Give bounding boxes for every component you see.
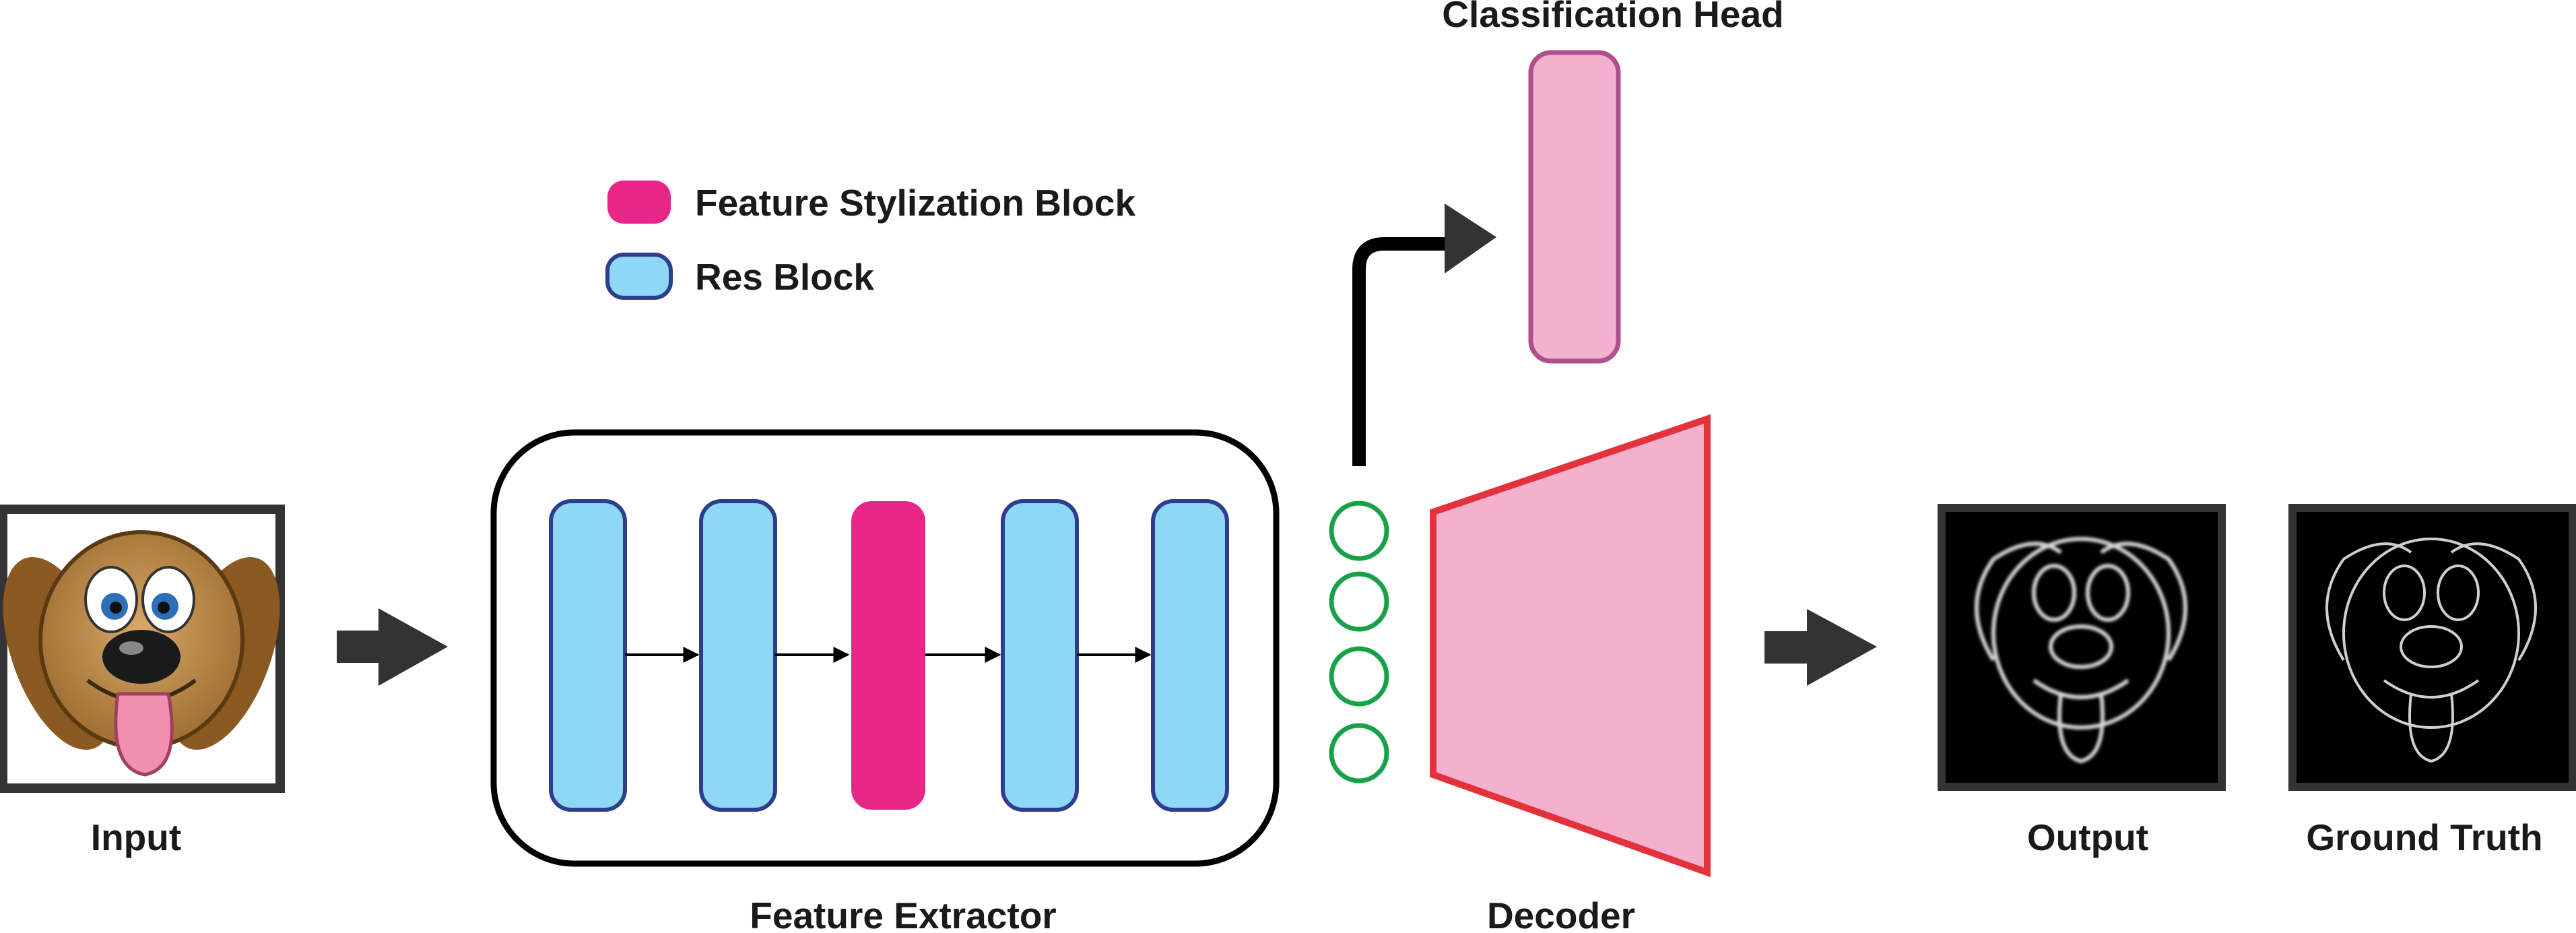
input-label: Input (91, 816, 181, 858)
res-block-1 (549, 499, 627, 812)
ground-truth-image (2288, 504, 2576, 791)
res-block-3 (1001, 499, 1079, 812)
decoder-block (1430, 414, 1711, 878)
output-arrow (1764, 609, 1877, 686)
dog-edge-map-icon (1975, 537, 2187, 764)
input-image (0, 505, 285, 793)
res-block-2 (699, 499, 777, 812)
legend-res-swatch (605, 253, 673, 300)
output-image (1938, 504, 2226, 791)
latent-node-3 (1329, 646, 1389, 707)
classification-head-label: Classification Head (1442, 0, 1783, 35)
ground-truth-label: Ground Truth (2306, 816, 2542, 858)
classification-head-block (1528, 50, 1621, 364)
input-arrow (337, 608, 448, 686)
feature-extractor-label: Feature Extractor (750, 895, 1056, 933)
cartoon-dog-icon (3, 530, 280, 777)
legend-stylization-swatch (607, 181, 671, 224)
latent-node-1 (1329, 501, 1389, 561)
classifier-arrow-head (1445, 203, 1496, 274)
feature-stylization-block (851, 501, 925, 810)
classifier-arrow-line (1352, 237, 1448, 466)
legend-stylization-label: Feature Stylization Block (695, 182, 1135, 224)
legend: Feature Stylization Block Res Block (605, 181, 1135, 300)
legend-res-label: Res Block (695, 256, 874, 298)
res-block-4 (1151, 499, 1229, 812)
latent-node-4 (1329, 723, 1389, 783)
latent-node-2 (1329, 571, 1389, 632)
dog-edge-map-icon (2325, 538, 2537, 763)
decoder-label: Decoder (1487, 895, 1635, 933)
output-label: Output (2027, 816, 2148, 858)
